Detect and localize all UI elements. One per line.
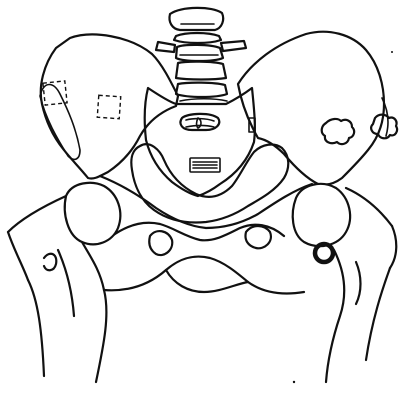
left-iliac-wing xyxy=(40,35,178,179)
right-hip-joint xyxy=(245,184,396,382)
rectangular-clip-marker xyxy=(190,158,220,172)
pubic-region xyxy=(104,257,304,294)
sacrum xyxy=(145,88,255,196)
lumbar-vertebrae xyxy=(156,8,246,101)
right-iliac-wing xyxy=(238,32,397,185)
